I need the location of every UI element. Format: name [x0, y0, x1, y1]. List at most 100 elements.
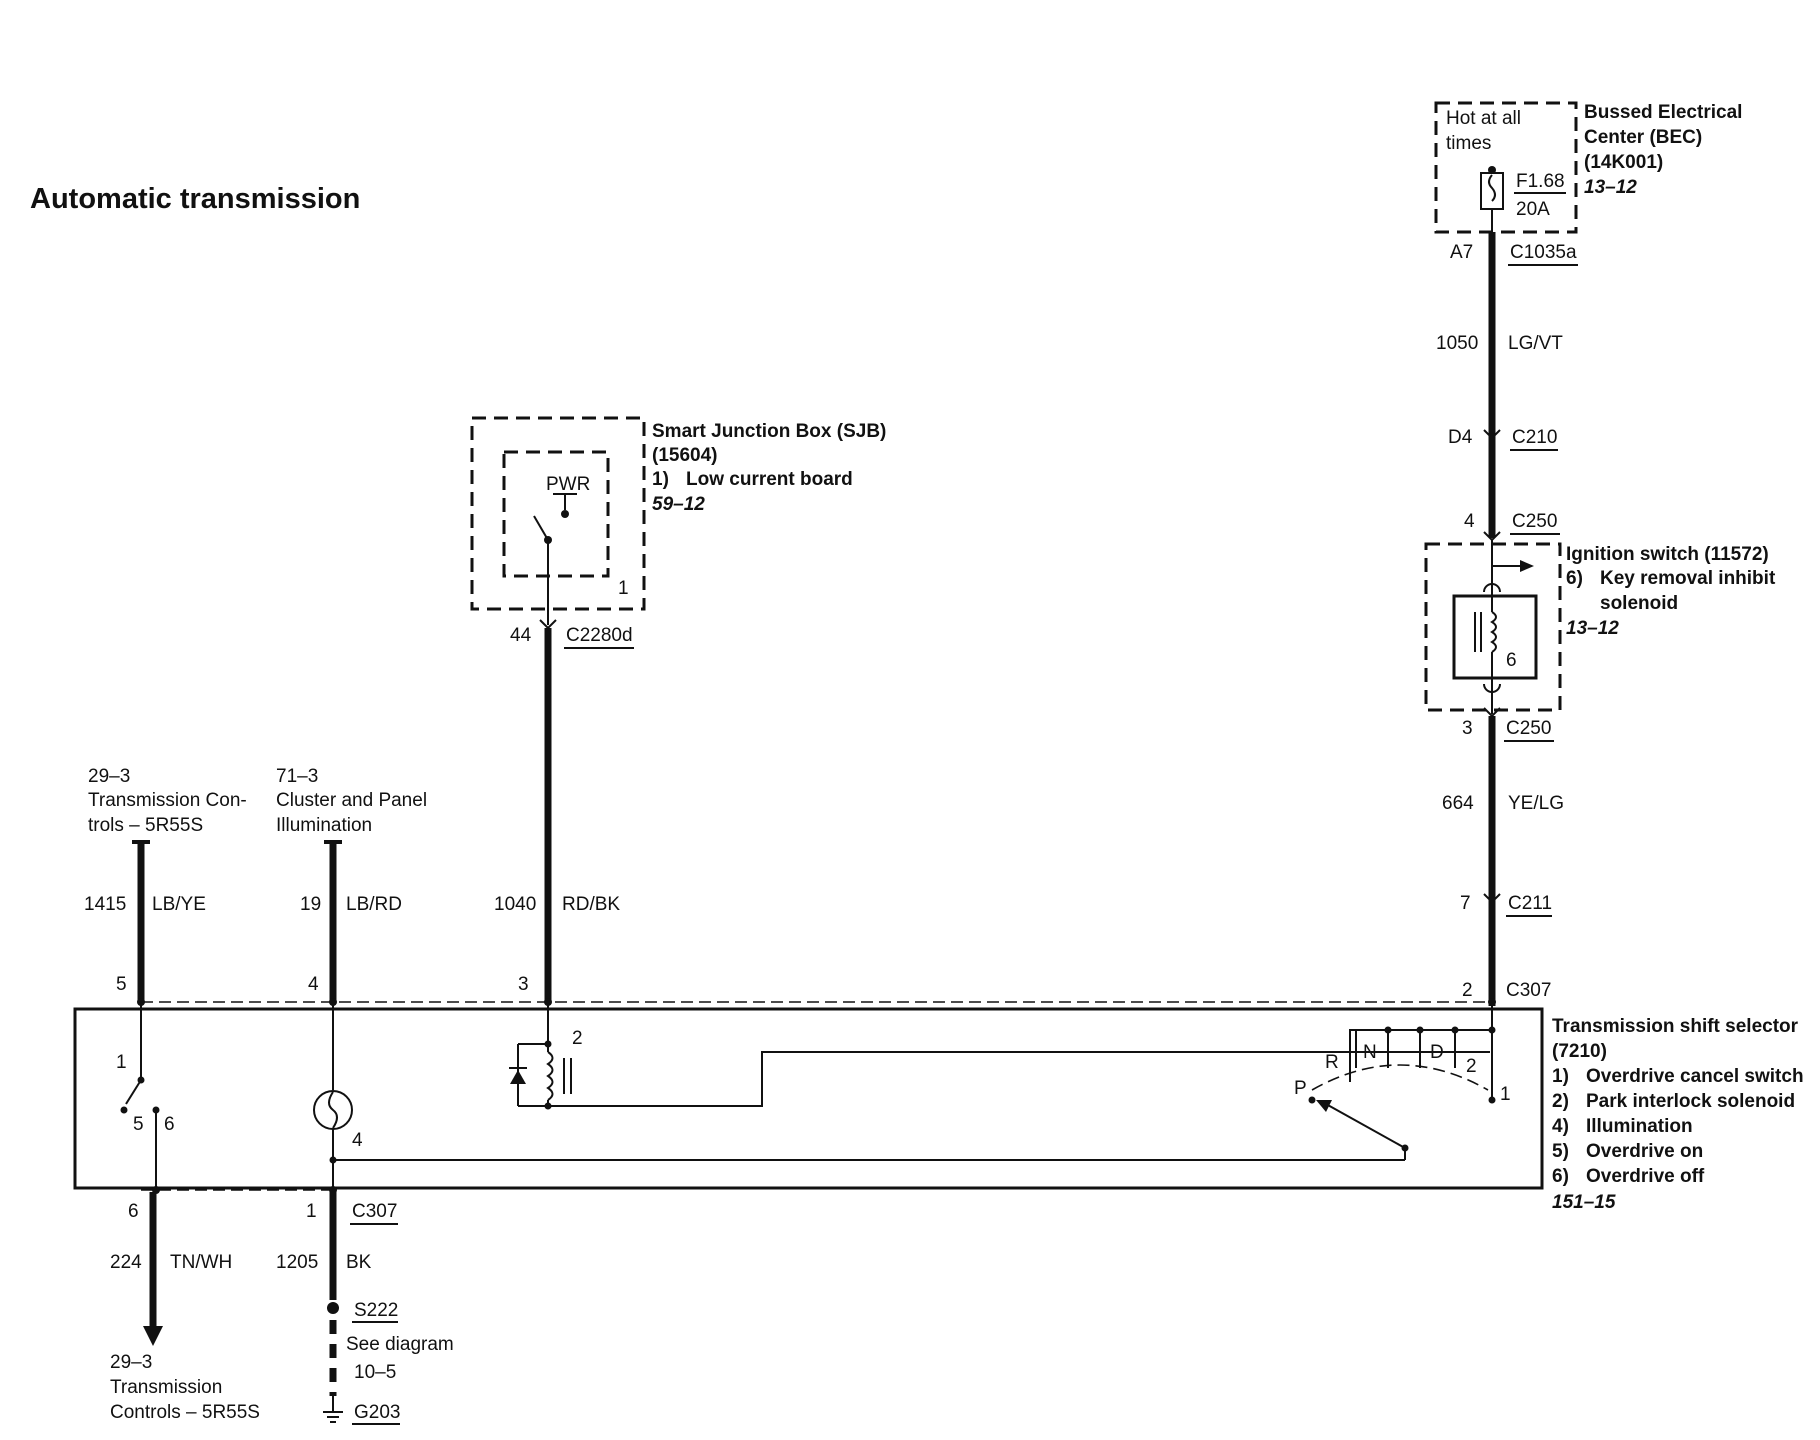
solenoid-link-line	[548, 1051, 1490, 1107]
gear-wiper-icon	[1325, 1103, 1406, 1149]
bec-ref: 13–12	[1584, 177, 1637, 198]
c210-connector: C210	[1512, 427, 1557, 448]
c250-bottom-connector: C250	[1506, 718, 1551, 739]
c211-pin: 7	[1460, 893, 1471, 914]
cluster-ref: 71–3	[276, 766, 318, 787]
wire-1205-color: BK	[346, 1252, 372, 1273]
gear-r: R	[1325, 1052, 1339, 1073]
gear-bus-dot-4	[1488, 1026, 1496, 1034]
sjb-block: PWR 1 Smart Junction Box (SJB) (15604) 1…	[470, 416, 886, 625]
wire-19-circuit: 19	[300, 894, 321, 915]
c307-right-connector: C307	[1506, 980, 1551, 1001]
sjb-inner-dashed-box	[502, 450, 610, 578]
solenoid-coil-icon	[546, 1051, 554, 1101]
wire-224-circuit: 224	[110, 1252, 142, 1273]
gear-n: N	[1363, 1042, 1377, 1063]
bottom-pin-left: 6	[128, 1201, 139, 1222]
wire-1040-circuit: 1040	[494, 894, 536, 915]
selector-legend-num: 1)	[1552, 1066, 1569, 1087]
wire-1415-pin: 5	[116, 974, 127, 995]
ignition-item-line1: Key removal inhibit	[1600, 568, 1776, 589]
lamp-filament	[328, 1091, 338, 1129]
bottom-pin-mid: 1	[306, 1201, 317, 1222]
bec-hot-line1: Hot at all	[1446, 108, 1521, 129]
selector-legend-num: 5)	[1552, 1141, 1569, 1162]
wire-224-color: TN/WH	[170, 1252, 232, 1273]
selector-legend-num: 6)	[1552, 1166, 1569, 1187]
bec-part: (14K001)	[1584, 152, 1663, 173]
od-switch-pin1: 1	[116, 1052, 127, 1073]
wire-19-color: LB/RD	[346, 894, 402, 915]
ignition-arrow-icon	[1520, 560, 1534, 572]
bec-hot-line2: times	[1446, 133, 1491, 154]
trans-ctrl-top-line1: Transmission Con-	[88, 790, 247, 811]
wire-664-color: YE/LG	[1508, 793, 1564, 814]
od-switch-pin5: 5	[133, 1114, 144, 1135]
c250-top-pin: 4	[1464, 511, 1475, 532]
fuse-element	[1488, 174, 1496, 202]
c2280d-connector: C2280d	[566, 625, 633, 646]
wire-1050-color: LG/VT	[1508, 333, 1563, 354]
selector-legend-label: Park interlock solenoid	[1586, 1091, 1795, 1112]
page-title: Automatic transmission	[30, 183, 360, 215]
gear-1: 1	[1500, 1084, 1511, 1105]
gear-arc	[1311, 1064, 1489, 1091]
wire-664-circuit: 664	[1442, 793, 1474, 814]
gear-pivot-dot	[1308, 1096, 1316, 1104]
bottom-connector: C307	[352, 1201, 397, 1222]
sjb-pwr-contact	[561, 510, 569, 518]
ignition-name: Ignition switch (11572)	[1566, 544, 1769, 565]
ignition-item-num: 6)	[1566, 568, 1583, 589]
fuse-icon	[1480, 172, 1504, 210]
bec-fuse-rating: 20A	[1516, 199, 1550, 220]
ignition-switch-block: 6 Ignition switch (11572) 6) Key removal…	[1424, 540, 1776, 714]
sjb-item-num: 1)	[652, 469, 669, 490]
ground-label: G203	[354, 1402, 400, 1423]
sjb-name: Smart Junction Box (SJB)	[652, 421, 886, 442]
lamp-pin: 4	[352, 1130, 363, 1151]
sjb-pin: 1	[618, 578, 629, 599]
bottom-trans-line2: Controls – 5R55S	[110, 1402, 260, 1423]
wire-1040-pin: 3	[518, 974, 529, 995]
selector-legend-num: 2)	[1552, 1091, 1569, 1112]
sjb-ref: 59–12	[652, 494, 705, 515]
c210-connector-mark	[1483, 429, 1501, 440]
c307-right-pin: 2	[1462, 980, 1473, 1001]
wire-224-arrow	[143, 1326, 163, 1346]
cluster-line1: Cluster and Panel	[276, 790, 427, 811]
ignition-ref: 13–12	[1566, 618, 1619, 639]
selector-legend-label: Overdrive on	[1586, 1141, 1703, 1162]
c2280d-pin: 44	[510, 625, 532, 646]
shift-selector-box	[73, 1007, 1544, 1190]
wire-1205-circuit: 1205	[276, 1252, 318, 1273]
splice-dot	[327, 1302, 339, 1314]
ignition-coil-icon	[1490, 611, 1497, 653]
bottom-trans-ref: 29–3	[110, 1352, 152, 1373]
gear-pos1-dot	[1488, 1096, 1496, 1104]
splice-label: S222	[354, 1300, 398, 1321]
ignition-solenoid-box	[1452, 594, 1538, 680]
ignition-inner-pin: 6	[1506, 650, 1517, 671]
c211-connector: C211	[1508, 893, 1552, 914]
selector-legend-label: Overdrive off	[1586, 1166, 1705, 1187]
c250-bottom-pin: 3	[1462, 718, 1473, 739]
sjb-switch-icon	[533, 515, 549, 541]
c250-top-connector: C250	[1512, 511, 1557, 532]
gear-2: 2	[1466, 1056, 1477, 1077]
c211-connector-mark	[1483, 893, 1501, 904]
solenoid-pin: 2	[572, 1028, 583, 1049]
sjb-outer-dashed-box	[470, 416, 646, 611]
sjb-item-label: Low current board	[686, 469, 853, 490]
wire-1415-circuit: 1415	[84, 894, 126, 915]
bec-pin: A7	[1450, 242, 1473, 263]
sjb-part: (15604)	[652, 445, 718, 466]
see-diagram-line2: 10–5	[354, 1362, 396, 1383]
gear-p: P	[1294, 1078, 1307, 1099]
wire-1415-color: LB/YE	[152, 894, 206, 915]
bec-connector: C1035a	[1510, 242, 1577, 263]
wire-1050-circuit: 1050	[1436, 333, 1478, 354]
selector-name-line2: (7210)	[1552, 1041, 1607, 1062]
see-diagram-line1: See diagram	[346, 1334, 454, 1355]
trans-ctrl-top-ref: 29–3	[88, 766, 130, 787]
